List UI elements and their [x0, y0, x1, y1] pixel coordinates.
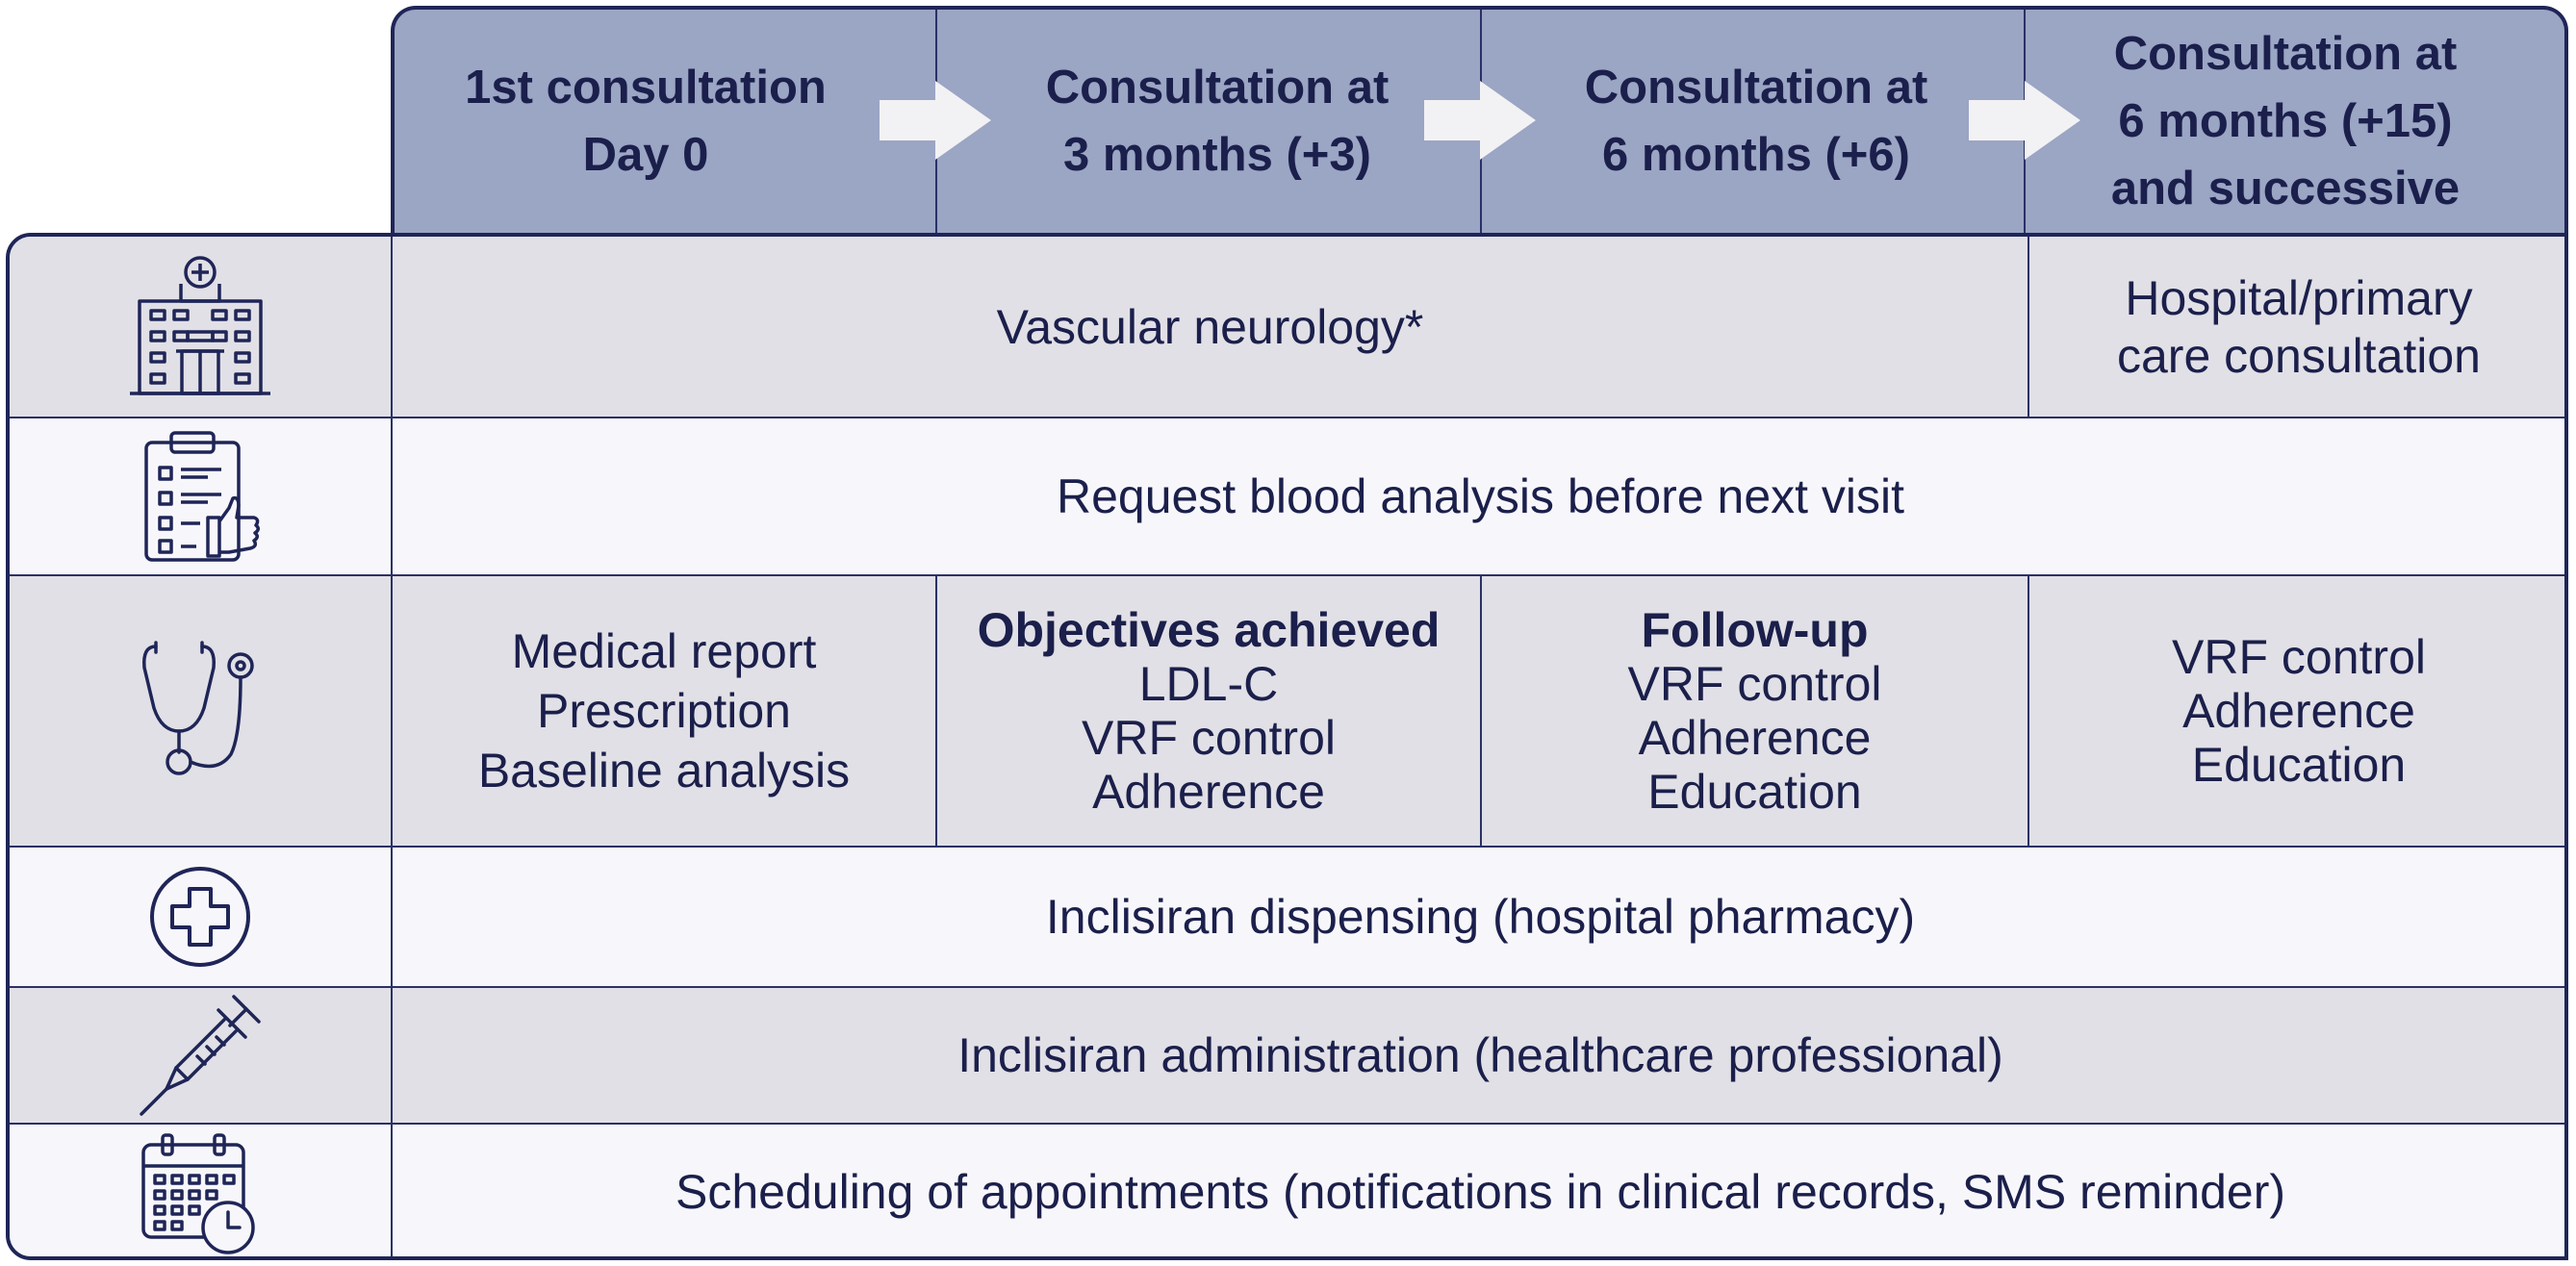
scheduling-text: Scheduling of appointments (notification… [676, 1165, 2285, 1219]
list-item: Education [2191, 738, 2407, 792]
column-divider [2028, 575, 2029, 847]
row-divider [10, 1123, 2564, 1125]
arrow-right-icon [880, 81, 991, 160]
15month-checks-cell: VRF control Adherence Education [2029, 575, 2564, 847]
3month-checks-cell: Objectives achieved LDL-C VRF control Ad… [937, 575, 1480, 847]
header-15months: Consultation at 6 months (+15) and succe… [2026, 10, 2545, 233]
follow-up-title: Follow-up [1641, 603, 1869, 657]
blood-analysis-cell: Request blood analysis before next visit [393, 418, 2564, 575]
header-3months-line1: Consultation at [1045, 62, 1390, 114]
medical-cross-icon [10, 847, 391, 987]
header-day0-line1: 1st consultation [465, 62, 827, 114]
primary-care-cell: Hospital/primary care consultation [2029, 237, 2564, 418]
administration-cell: Inclisiran administration (healthcare pr… [393, 987, 2564, 1124]
list-item: Education [1647, 765, 1862, 819]
header-day0-line2: Day 0 [582, 129, 709, 181]
list-item: LDL-C [1138, 657, 1279, 711]
header-6months-line2: 6 months (+6) [1602, 129, 1910, 181]
dispensing-cell: Inclisiran dispensing (hospital pharmacy… [393, 847, 2564, 987]
list-item: VRF control [2172, 630, 2426, 684]
clipboard-thumbs-up-icon [10, 418, 391, 575]
administration-text: Inclisiran administration (healthcare pr… [957, 1028, 2003, 1082]
row-divider [10, 574, 2564, 576]
row-divider [10, 986, 2564, 988]
list-item: Medical report [511, 624, 817, 678]
vascular-neurology-cell: Vascular neurology* [393, 237, 2028, 418]
header-6months: Consultation at 6 months (+6) [1535, 10, 1977, 233]
list-item: VRF control [1082, 711, 1336, 765]
row-consultation [10, 237, 2564, 418]
row-scheduling [10, 1124, 2564, 1256]
list-item: Adherence [1638, 711, 1872, 765]
objectives-title: Objectives achieved [977, 603, 1441, 657]
header-15months-line3: and successive [2110, 163, 2461, 215]
row-dispensing [10, 847, 2564, 987]
arrow-right-icon [1424, 81, 1536, 160]
list-item: Adherence [1092, 765, 1325, 819]
list-item: VRF control [1627, 657, 1882, 711]
care-pathway-table: Vascular neurology* Hospital/primary car… [6, 233, 2568, 1260]
blood-analysis-text: Request blood analysis before next visit [1056, 469, 1905, 523]
row-checks [10, 575, 2564, 847]
row-divider [10, 417, 2564, 418]
primary-care-line1: Hospital/primary [2125, 271, 2473, 325]
column-divider [1480, 575, 1482, 847]
dispensing-text: Inclisiran dispensing (hospital pharmacy… [1045, 890, 1916, 944]
arrow-right-icon [1969, 81, 2080, 160]
row-administration [10, 987, 2564, 1124]
vascular-neurology-text: Vascular neurology* [996, 300, 1424, 354]
header-15months-line2: 6 months (+15) [2118, 95, 2453, 147]
primary-care-line2: care consultation [2116, 329, 2481, 383]
stethoscope-icon [10, 575, 391, 847]
list-item: Adherence [2182, 684, 2415, 738]
column-divider [2028, 237, 2029, 418]
syringe-icon [10, 987, 391, 1124]
header-6months-line1: Consultation at [1584, 62, 1928, 114]
scheduling-cell: Scheduling of appointments (notification… [393, 1124, 2564, 1256]
header-day0: 1st consultation Day 0 [395, 10, 897, 233]
row-blood-analysis [10, 418, 2564, 575]
row-divider [10, 846, 2564, 848]
6month-checks-cell: Follow-up VRF control Adherence Educatio… [1482, 575, 2028, 847]
column-divider [935, 575, 937, 847]
calendar-clock-icon [10, 1124, 391, 1256]
header-15months-line1: Consultation at [2113, 28, 2458, 80]
header-3months-line2: 3 months (+3) [1063, 129, 1371, 181]
list-item: Baseline analysis [477, 744, 851, 798]
header-3months: Consultation at 3 months (+3) [996, 10, 1439, 233]
hospital-icon [10, 237, 391, 418]
day0-checks-cell: Medical report Prescription Baseline ana… [393, 575, 935, 847]
icon-column-divider [391, 237, 393, 1256]
list-item: Prescription [537, 684, 791, 738]
